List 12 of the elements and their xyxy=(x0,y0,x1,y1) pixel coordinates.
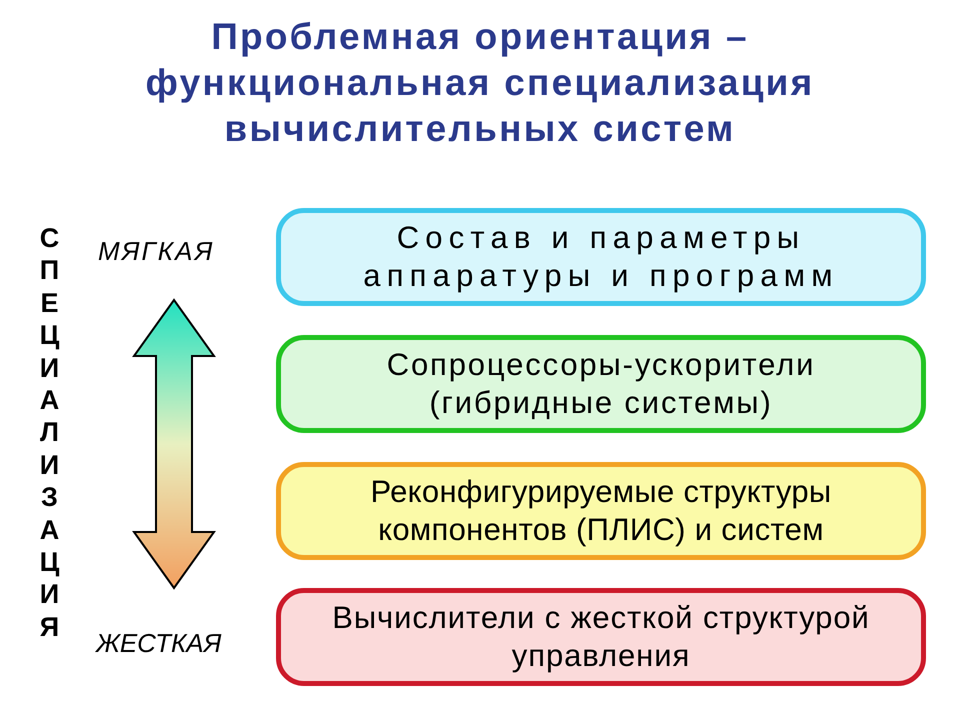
rounded-box xyxy=(276,588,926,686)
box-text: Сопроцессоры-ускорители (гибридные системы) xyxy=(386,346,816,422)
rounded-box xyxy=(276,208,926,306)
title: Проблемная ориентация – функциональная специализация вычислительных систем xyxy=(144,15,816,151)
rounded-box xyxy=(276,335,926,433)
box-text: Реконфигурируемые структуры компонентов (ПЛИС) и систем xyxy=(370,473,832,549)
scale-label: ЖЕСТКАЯ xyxy=(96,627,222,660)
box-text: Состав и параметры аппаратуры и программ xyxy=(362,219,840,295)
rounded-box xyxy=(276,462,926,560)
vertical-label: СПЕЦИАЛИЗАЦИЯ xyxy=(38,222,60,644)
box-text: Вычислители с жесткой структурой управления xyxy=(331,599,871,675)
scale-label: МЯГКАЯ xyxy=(98,235,214,268)
